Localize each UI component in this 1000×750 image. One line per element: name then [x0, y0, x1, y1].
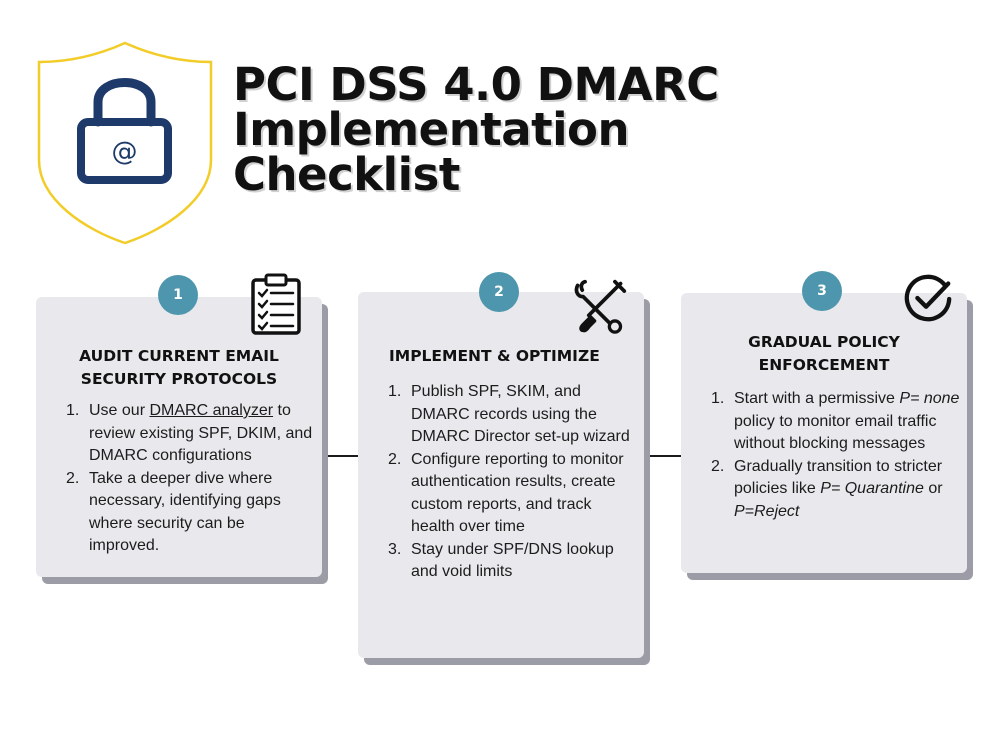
list-item: 1. Publish SPF, SKIM, and DMARC records … [388, 381, 638, 449]
step-card-1: 1 AUDIT CURRENT EMAIL SECURITY PROTOCOLS… [36, 273, 322, 577]
step-list: 1. Publish SPF, SKIM, and DMARC records … [388, 381, 638, 584]
lock-body [77, 118, 172, 184]
list-item: 3. Stay under SPF/DNS lookup and void li… [388, 539, 638, 584]
list-item: 1. Use our DMARC analyzer to review exis… [66, 400, 318, 468]
list-item: 1. Start with a permissive P= none polic… [711, 388, 961, 456]
item-text: Configure reporting to monitor authentic… [411, 450, 624, 536]
item-number: 3. [388, 540, 402, 558]
policy-tag: none [923, 390, 960, 407]
policy-tag: Quarantine [844, 480, 924, 497]
item-number: 1. [66, 402, 80, 419]
heading-line: IMPLEMENT & OPTIMIZE [389, 347, 600, 365]
item-number: 2. [388, 450, 402, 468]
step-number-badge: 3 [802, 271, 842, 311]
step-number-badge: 1 [158, 275, 198, 315]
title-line: Checklist [233, 148, 460, 201]
heading-line: ENFORCEMENT [758, 356, 890, 374]
list-item: 2. Take a deeper dive where necessary, i… [66, 468, 318, 558]
step-heading: GRADUAL POLICY ENFORCEMENT [691, 331, 957, 377]
heading-line: SECURITY PROTOCOLS [80, 370, 278, 388]
step-heading: AUDIT CURRENT EMAIL SECURITY PROTOCOLS [46, 345, 312, 391]
item-text: Publish SPF, SKIM, and DMARC records usi… [411, 383, 630, 445]
item-number: 2. [711, 457, 725, 475]
item-number: 2. [66, 469, 80, 487]
step-card-2: 2 IMPLEMENT & OPTIMIZE 1. Publish SPF, S… [358, 272, 644, 658]
policy-tag: P= [820, 480, 841, 497]
item-number: 1. [388, 383, 402, 400]
page-title: PCI DSS 4.0 DMARC Implementation Checkli… [233, 62, 753, 197]
heading-line: AUDIT CURRENT EMAIL [79, 347, 279, 365]
policy-tag: P=Reject [734, 502, 800, 520]
list-item: 2. Gradually transition to stricter poli… [711, 456, 961, 524]
step-card-3: 3 GRADUAL POLICY ENFORCEMENT 1. Start wi… [681, 271, 967, 573]
item-text: Use our [89, 402, 150, 419]
item-text: Start with a permissive [734, 390, 900, 407]
item-text: Stay under SPF/DNS lookup and void limit… [411, 540, 614, 581]
item-text: policy to monitor email traffic without … [734, 412, 937, 453]
dmarc-analyzer-link[interactable]: DMARC analyzer [149, 402, 274, 419]
step-list: 1. Start with a permissive P= none polic… [711, 388, 961, 523]
title-line: PCI DSS 4.0 DMARC [233, 58, 719, 111]
item-text: Gradually transition to stricter policie… [734, 457, 943, 498]
step-heading: IMPLEMENT & OPTIMIZE [389, 345, 639, 368]
policy-tag: P= [899, 390, 920, 407]
item-text: to review existing SPF, DKIM, and DMARC … [89, 402, 313, 464]
heading-line: GRADUAL POLICY [748, 333, 900, 351]
list-item: 2. Configure reporting to monitor authen… [388, 449, 638, 539]
connector-line [322, 455, 358, 457]
item-text: or [923, 480, 943, 497]
shield-lock-icon: @ [37, 41, 213, 245]
title-line: Implementation [233, 103, 630, 156]
step-number-badge: 2 [479, 272, 519, 312]
connector-line [644, 455, 681, 457]
item-number: 1. [711, 390, 725, 407]
checkmark-circle-icon [904, 274, 952, 322]
wrench-screwdriver-icon [574, 279, 627, 334]
item-text: Take a deeper dive where necessary, iden… [89, 469, 281, 555]
lock-at-symbol: @ [112, 137, 138, 167]
lock-shackle [93, 78, 156, 127]
clipboard-checklist-icon [251, 273, 301, 335]
step-list: 1. Use our DMARC analyzer to review exis… [66, 400, 318, 558]
